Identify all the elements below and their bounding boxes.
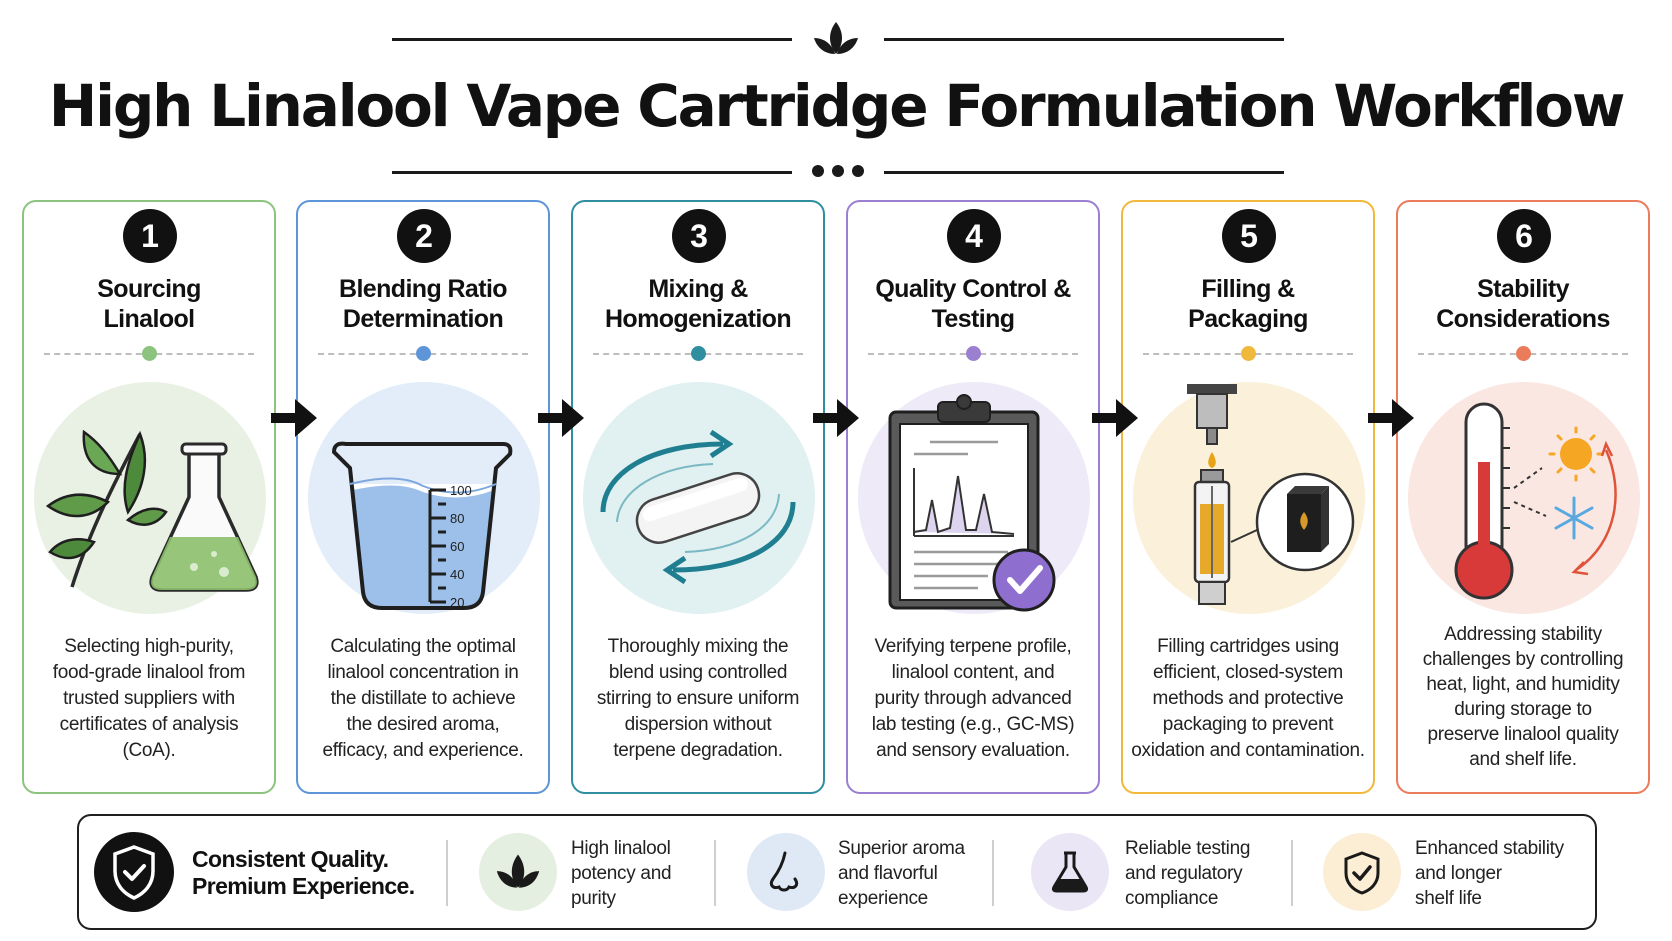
cartridge-fill-icon: [1187, 384, 1355, 605]
step-divider-dot: [1516, 346, 1531, 361]
step-title: Quality Control &Testing: [875, 275, 1071, 333]
banner-divider: [714, 840, 716, 906]
banner-divider: [992, 840, 994, 906]
shield-check-icon: [1344, 851, 1380, 895]
step-card-5: 5 Filling &Packaging Filling cartridges …: [1121, 200, 1375, 794]
beaker-mark: 80: [450, 511, 464, 526]
bottom-rule-left: [392, 171, 792, 174]
step-divider-dot: [416, 346, 431, 361]
thermometer-icon: [1454, 402, 1617, 600]
benefit-icon-background: [1323, 833, 1401, 911]
step-number: 3: [672, 209, 726, 263]
beaker-icon: 100 80 60 40 20: [331, 441, 513, 610]
step-number: 1: [123, 209, 177, 263]
step-title: Mixing &Homogenization: [604, 275, 792, 333]
banner-divider: [446, 840, 448, 906]
step-divider-dot: [691, 346, 706, 361]
bottom-rule-right: [884, 171, 1284, 174]
beaker-mark: 20: [450, 595, 464, 610]
ornament-dots: [808, 164, 868, 182]
beaker-mark: 100: [450, 483, 472, 498]
leaf-icon: [496, 854, 540, 888]
top-rule-left: [392, 38, 792, 41]
step-number: 5: [1222, 209, 1276, 263]
banner-divider: [1291, 840, 1293, 906]
step-number: 4: [947, 209, 1001, 263]
leaf-ornament-icon: [814, 22, 858, 54]
step-divider-dot: [1241, 346, 1256, 361]
step-divider-dot: [142, 346, 157, 361]
flow-arrow-icon: [1368, 399, 1414, 437]
step-number: 2: [397, 209, 451, 263]
top-rule-right: [884, 38, 1284, 41]
beaker-mark: 40: [450, 567, 464, 582]
clipboard-check-icon: [888, 394, 1056, 612]
benefits-banner: Consistent Quality.Premium Experience. H…: [77, 814, 1597, 930]
step-description: Selecting high-purity,food-grade linaloo…: [52, 636, 246, 761]
leaf-flask-icon: [45, 429, 259, 592]
stir-bar-icon: [600, 429, 796, 585]
nose-icon: [769, 851, 799, 892]
step-card-3: 3 Mixing &Homogenization Thoroughly mixi…: [571, 200, 825, 794]
benefit-icon-background: [1031, 833, 1109, 911]
benefit-icon-background: [747, 833, 825, 911]
step-description: Verifying terpene profile,linalool conte…: [871, 636, 1075, 761]
step-divider-dot: [966, 346, 981, 361]
flask-icon: [1051, 851, 1089, 893]
flow-arrow-icon: [813, 399, 859, 437]
flow-arrow-icon: [1092, 399, 1138, 437]
flow-arrow-icon: [538, 399, 584, 437]
header: High Linalool Vape Cartridge Formulation…: [0, 0, 1672, 190]
shield-check-icon: [94, 832, 174, 912]
step-title: Filling &Packaging: [1188, 275, 1308, 333]
page-title: High Linalool Vape Cartridge Formulation…: [48, 72, 1626, 140]
beaker-mark: 60: [450, 539, 464, 554]
flow-arrow-icon: [271, 399, 317, 437]
step-number: 6: [1497, 209, 1551, 263]
step-card-4: 4 Quality Control &Testing Verifying ter…: [846, 200, 1100, 794]
illustration-background: [1408, 382, 1640, 614]
banner-headline: Consistent Quality.Premium Experience.: [192, 846, 415, 899]
